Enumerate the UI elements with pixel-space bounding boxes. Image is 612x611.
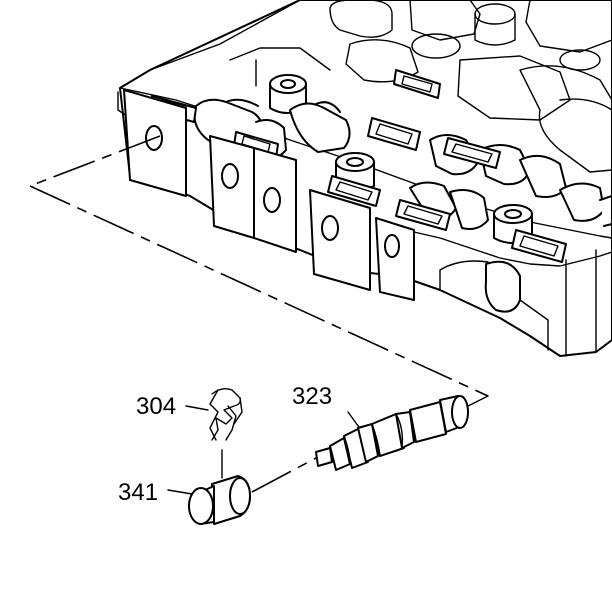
callout-304: 304 bbox=[136, 393, 176, 420]
valve-spool-323 bbox=[315, 395, 469, 471]
bore-plug-341 bbox=[188, 475, 251, 525]
retainer-clip-304 bbox=[209, 387, 243, 441]
callout-341: 341 bbox=[118, 479, 158, 506]
spool-valves bbox=[193, 98, 612, 230]
valve-body bbox=[117, 0, 612, 357]
front-block-3 bbox=[309, 189, 371, 291]
leader-lines bbox=[29, 135, 489, 495]
front-block-2 bbox=[209, 135, 297, 253]
callout-323: 323 bbox=[292, 383, 332, 410]
front-block-1 bbox=[123, 89, 187, 197]
front-block-4 bbox=[375, 217, 415, 301]
